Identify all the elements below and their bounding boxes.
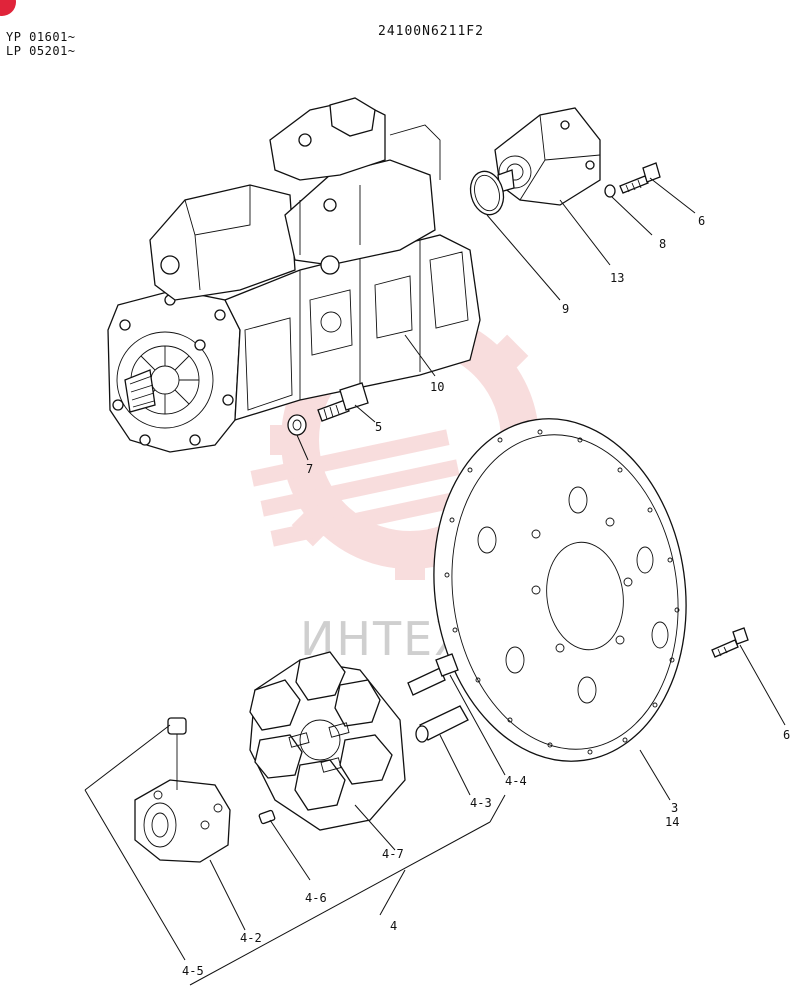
- serial-range-1: YP 01601~: [6, 30, 76, 44]
- o-ring-9-inner: [474, 174, 500, 212]
- washer-7: [287, 414, 307, 436]
- callout-4-5: 4-5: [182, 964, 204, 978]
- callout-13: 13: [610, 271, 624, 285]
- callout-labels: 6 8 13 9 10 5 7 6 3 14 4-4 4-3 4-7 4-6 4…: [182, 214, 790, 978]
- coupling-element-4-7: [249, 651, 406, 831]
- watermark-gear-icon: [250, 300, 550, 580]
- drawing-number: 24100N6211F2: [378, 24, 484, 39]
- set-screw-4-5: [167, 717, 187, 790]
- bolt-6-upper: [619, 162, 661, 194]
- main-pump-assembly: [107, 97, 481, 453]
- callout-5: 5: [375, 420, 382, 434]
- callout-14: 14: [665, 815, 679, 829]
- hub-4-2: [134, 779, 231, 863]
- callout-7: 7: [306, 462, 313, 476]
- serial-range-2: LP 05201~: [6, 44, 76, 58]
- gear-pump-13: [494, 107, 601, 206]
- washer-8: [604, 184, 616, 198]
- callout-4-7: 4-7: [382, 847, 404, 861]
- bolt-6-lower: [711, 627, 749, 658]
- callout-4-3: 4-3: [470, 796, 492, 810]
- callout-6-upper: 6: [698, 214, 705, 228]
- callout-9: 9: [562, 302, 569, 316]
- callout-4-2: 4-2: [240, 931, 262, 945]
- coupling-flange-3: [433, 418, 687, 762]
- callout-6-lower: 6: [783, 728, 790, 742]
- callout-8: 8: [659, 237, 666, 251]
- washer-7-hole: [292, 419, 302, 431]
- screw-4-6: [258, 809, 276, 825]
- callout-4-6: 4-6: [305, 891, 327, 905]
- socket-bolt-4-4: [407, 653, 459, 696]
- callout-3: 3: [671, 801, 678, 815]
- callout-4: 4: [390, 919, 397, 933]
- bolt-5: [317, 382, 369, 422]
- leader-lines: [84, 177, 786, 986]
- callout-4-4: 4-4: [505, 774, 527, 788]
- callout-10: 10: [430, 380, 444, 394]
- pin-4-3: [415, 705, 469, 743]
